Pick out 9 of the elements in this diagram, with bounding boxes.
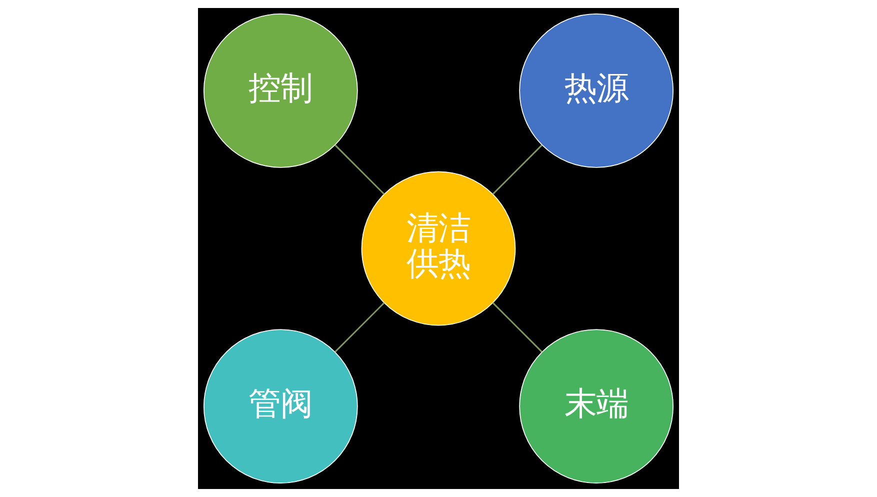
node-circle: 控制 — [203, 13, 358, 168]
node-circle: 管阀 — [203, 329, 358, 484]
connector — [334, 144, 385, 195]
node-circle: 末端 — [519, 329, 674, 484]
connector — [492, 302, 542, 352]
connector — [492, 144, 542, 195]
node-circle: 清洁供热 — [361, 171, 516, 326]
node-circle: 热源 — [519, 13, 674, 168]
connector — [334, 302, 385, 352]
